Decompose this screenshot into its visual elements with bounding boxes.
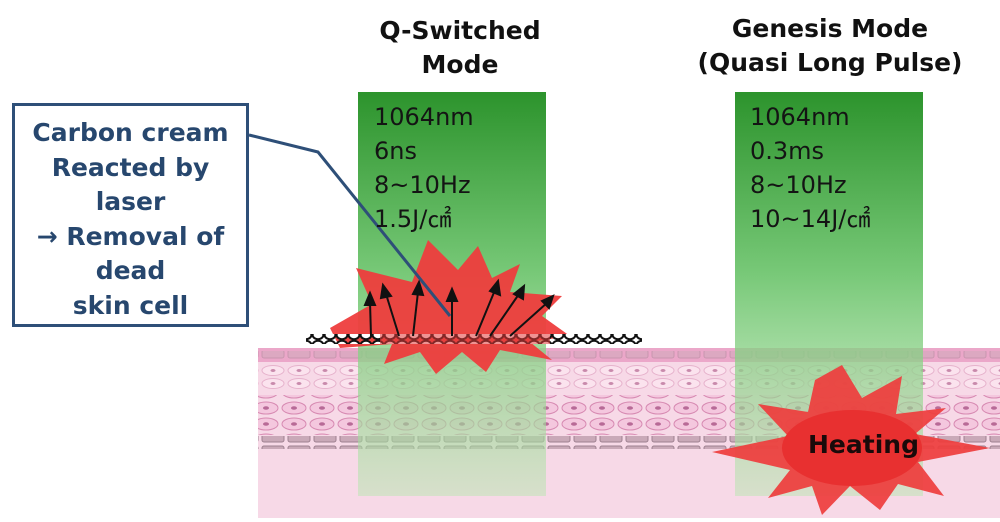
ejection-arrows [363,278,555,337]
genesis-pulse-width: 0.3ms [750,137,825,165]
genesis-title-line2: (Quasi Long Pulse) [697,48,963,77]
callout-line: Reacted by [51,152,210,182]
heating-label: Heating [808,430,919,459]
callout-line: skin cell [72,290,189,320]
qswitched-frequency: 8~10Hz [374,171,471,199]
genesis-frequency: 8~10Hz [750,171,847,199]
qswitched-wavelength: 1064nm [374,103,474,131]
qswitched-title-line2: Mode [421,50,499,79]
qswitched-title: Q-Switched Mode [340,14,580,82]
callout-line: → Removal of [36,221,225,251]
heating-zone [782,410,922,486]
carbon-cream-callout: Carbon cream Reacted by laser → Removal … [12,103,249,327]
callout-line: laser [95,187,166,216]
callout-leader-line [248,133,452,317]
qswitched-pulse-width: 6ns [374,137,417,165]
callout-line: dead [95,256,166,285]
callout-line: Carbon cream [32,118,229,147]
genesis-parameters: 1064nm 0.3ms 8~10Hz 10~14J/㎠ [750,100,870,236]
qswitched-fluence: 1.5J/㎠ [374,205,452,233]
genesis-fluence: 10~14J/㎠ [750,205,871,233]
genesis-title-line1: Genesis Mode [731,14,929,43]
genesis-wavelength: 1064nm [750,103,850,131]
genesis-title: Genesis Mode (Quasi Long Pulse) [680,12,980,80]
qswitched-title-line1: Q-Switched [379,16,541,45]
qswitched-parameters: 1064nm 6ns 8~10Hz 1.5J/㎠ [374,100,474,236]
